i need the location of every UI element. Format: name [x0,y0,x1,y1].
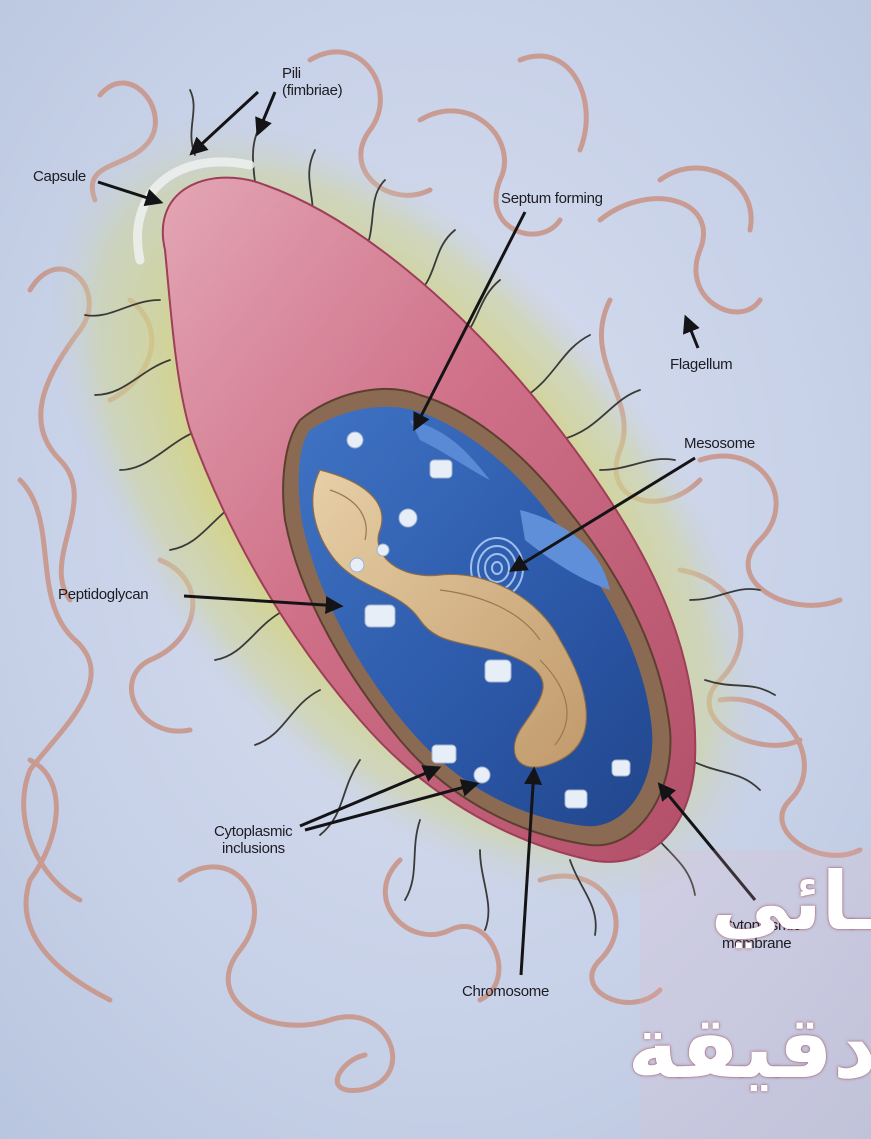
label-mesosome: Mesosome [684,435,755,452]
inclusion [399,509,417,527]
label-flagellum: Flagellum [670,356,732,373]
label-peptidoglycan: Peptidoglycan [58,586,148,603]
inclusion [347,432,363,448]
inclusion [350,558,364,572]
label-capsule: Capsule [33,168,86,185]
inclusion [365,605,395,627]
inclusion [612,760,630,776]
inclusion [377,544,389,556]
label-cytoplasmic-inclusions-line1: Cytoplasmic [214,823,292,840]
watermark-line2: دقيقة [627,1005,871,1091]
label-cytoplasmic-inclusions-line2: inclusions [222,840,285,857]
inclusion [565,790,587,808]
label-septum-forming: Septum forming [501,190,603,207]
inclusion [430,460,452,478]
inclusion [432,745,456,763]
inclusion [485,660,511,682]
label-pili: Pili [282,65,301,82]
label-fimbriae: (fimbriae) [282,82,342,99]
label-chromosome: Chromosome [462,983,549,1000]
watermark-line1: ـائي [711,862,871,942]
inclusion [474,767,490,783]
